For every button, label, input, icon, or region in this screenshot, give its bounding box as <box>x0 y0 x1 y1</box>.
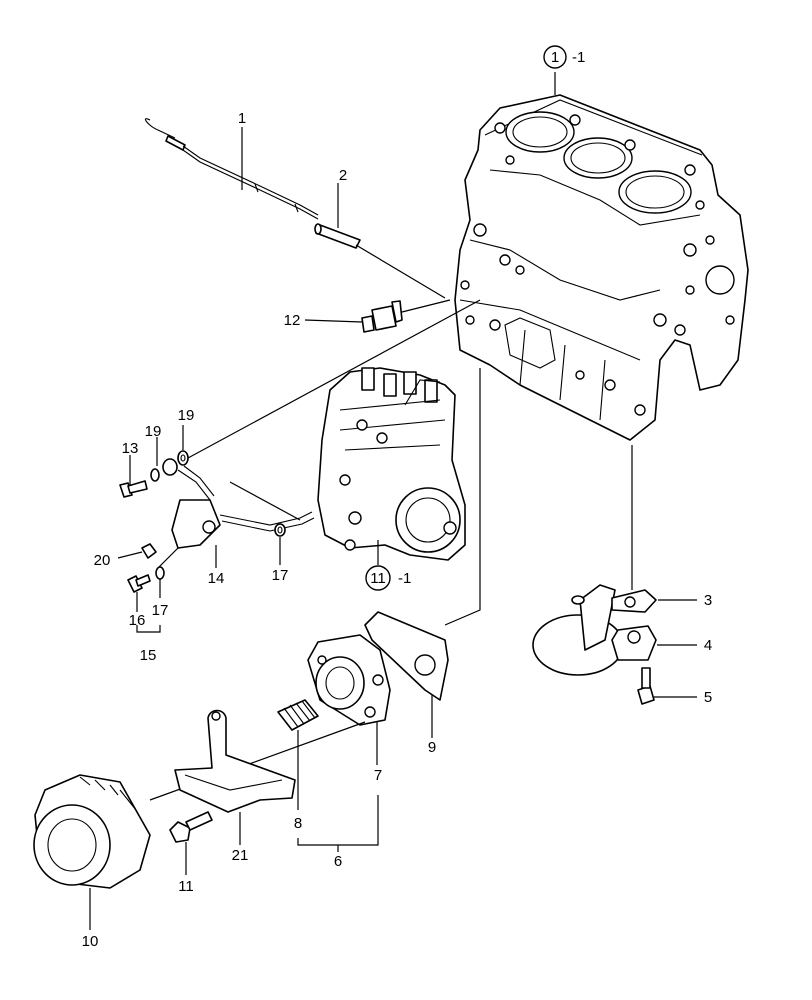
callout-12: 12 <box>284 312 301 329</box>
spacer-part-4 <box>611 625 657 661</box>
reference-block: 1 -1 <box>543 45 585 69</box>
callout-13: 13 <box>122 440 139 457</box>
oil-pipe-part-14 <box>157 465 315 569</box>
gasket-part-3 <box>611 589 657 613</box>
relief-spring-part-8 <box>277 699 319 731</box>
injection-pump <box>317 367 466 561</box>
washer-19a <box>150 468 160 482</box>
callout-19-a: 19 <box>145 423 162 440</box>
leader-lines <box>89 72 697 930</box>
reference-pump-suffix: -1 <box>398 570 411 587</box>
callout-15: 15 <box>140 647 157 664</box>
callout-21: 21 <box>232 847 249 864</box>
dipstick-part-1 <box>144 118 319 220</box>
cylinder-block <box>454 94 749 441</box>
oil-filter-part-10 <box>33 774 151 889</box>
washer-17b <box>274 523 286 537</box>
callout-9: 9 <box>428 739 436 756</box>
callout-3: 3 <box>704 592 712 609</box>
callout-4: 4 <box>704 637 712 654</box>
bolt-part-20 <box>141 543 157 559</box>
callout-11: 11 <box>178 878 194 895</box>
reference-circle <box>365 565 391 591</box>
oil-pressure-switch-part-12 <box>361 299 451 333</box>
callout-8: 8 <box>294 815 302 832</box>
callout-6: 6 <box>334 853 342 870</box>
reference-block-number: 1 <box>551 49 559 66</box>
bracket-part-21 <box>174 709 296 813</box>
callout-1: 1 <box>238 110 246 127</box>
reference-pump: 11 -1 <box>365 565 411 591</box>
reference-circle <box>543 45 567 69</box>
reference-pump-number: 11 <box>370 570 386 587</box>
callout-17-a: 17 <box>152 602 169 619</box>
callout-20: 20 <box>94 552 111 569</box>
callout-16: 16 <box>129 612 146 629</box>
washer-17a <box>155 566 165 580</box>
bolt-part-11 <box>169 811 213 843</box>
callout-17-b: 17 <box>272 567 289 584</box>
callout-labels: 1 2 3 4 5 6 7 8 9 10 11 12 13 14 15 16 1… <box>82 110 713 950</box>
callout-19-b: 19 <box>178 407 195 424</box>
callout-14: 14 <box>208 570 225 587</box>
dipstick-guide-part-2 <box>314 223 446 299</box>
assembly-line-pump <box>187 299 481 459</box>
oil-filter-bracket-part-7 <box>307 634 391 726</box>
bolt-part-16 <box>127 574 151 593</box>
assembly-line-cover <box>444 368 481 626</box>
reference-block-suffix: -1 <box>572 49 585 66</box>
banjo-fitting <box>162 458 178 476</box>
callout-10: 10 <box>82 933 99 950</box>
washer-19b <box>177 450 189 466</box>
bolt-part-13 <box>119 480 148 498</box>
callout-2: 2 <box>339 167 347 184</box>
gasket-part-9 <box>364 611 449 701</box>
callout-7: 7 <box>374 767 382 784</box>
callout-5: 5 <box>704 689 712 706</box>
bolt-part-5 <box>637 667 655 705</box>
